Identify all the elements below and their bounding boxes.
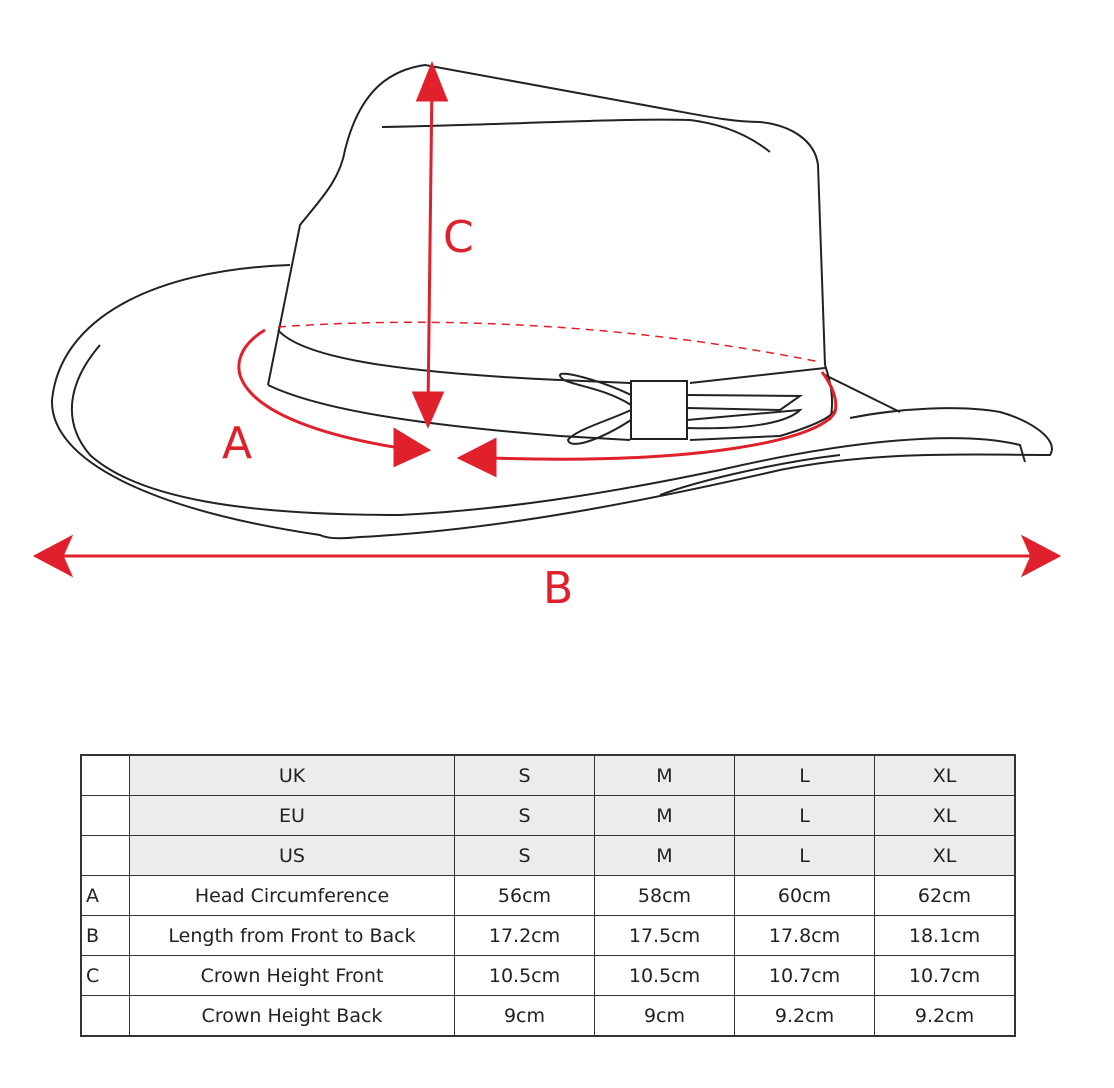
- label-a: A: [222, 418, 253, 469]
- row-key: [80, 795, 130, 836]
- arrow-b-head-left: [32, 534, 74, 578]
- row-name: Crown Height Front: [129, 955, 455, 996]
- row-key: [80, 835, 130, 876]
- size-value: S: [454, 795, 595, 836]
- size-value: 9cm: [454, 995, 595, 1037]
- row-name: EU: [129, 795, 455, 836]
- arrow-b-head-right: [1020, 534, 1062, 578]
- size-value: 58cm: [594, 875, 735, 916]
- size-value: 17.8cm: [734, 915, 875, 956]
- size-value: XL: [874, 754, 1016, 796]
- arrow-a-head: [393, 427, 432, 468]
- label-c: C: [443, 212, 474, 263]
- row-name: UK: [129, 754, 455, 796]
- size-value: 56cm: [454, 875, 595, 916]
- row-key: [80, 754, 130, 796]
- row-name: Head Circumference: [129, 875, 455, 916]
- row-name: Length from Front to Back: [129, 915, 455, 956]
- size-value: 60cm: [734, 875, 875, 916]
- label-b: B: [543, 563, 574, 614]
- size-value: M: [594, 754, 735, 796]
- row-key: A: [80, 875, 130, 916]
- arrow-c-line: [426, 79, 434, 411]
- row-key: [80, 995, 130, 1037]
- hat-outline: [50, 63, 1053, 540]
- size-value: 10.7cm: [874, 955, 1016, 996]
- size-value: XL: [874, 835, 1016, 876]
- size-value: 17.5cm: [594, 915, 735, 956]
- size-value: 9.2cm: [734, 995, 875, 1037]
- arrow-a-left: [237, 328, 401, 450]
- size-value: 10.7cm: [734, 955, 875, 996]
- size-value: S: [454, 754, 595, 796]
- arrow-c-head-top: [415, 60, 449, 102]
- arrow-a-right-head: [456, 437, 497, 478]
- size-value: M: [594, 795, 735, 836]
- row-key: B: [80, 915, 130, 956]
- size-value: 10.5cm: [594, 955, 735, 996]
- arrow-a-right: [489, 371, 838, 461]
- arrow-c-head-bottom: [411, 391, 445, 429]
- size-value: 17.2cm: [454, 915, 595, 956]
- size-value: L: [734, 835, 875, 876]
- row-key: C: [80, 955, 130, 996]
- size-value: 18.1cm: [874, 915, 1016, 956]
- measure-arrows: [32, 60, 1062, 578]
- size-value: 9cm: [594, 995, 735, 1037]
- size-value: XL: [874, 795, 1016, 836]
- size-value: M: [594, 835, 735, 876]
- circumference-dashed-line: [277, 321, 821, 363]
- size-value: 9.2cm: [874, 995, 1016, 1037]
- size-value: S: [454, 835, 595, 876]
- hat-diagram: [32, 60, 1062, 578]
- size-value: 10.5cm: [454, 955, 595, 996]
- row-name: US: [129, 835, 455, 876]
- size-value: L: [734, 795, 875, 836]
- row-name: Crown Height Back: [129, 995, 455, 1037]
- size-value: L: [734, 754, 875, 796]
- size-value: 62cm: [874, 875, 1016, 916]
